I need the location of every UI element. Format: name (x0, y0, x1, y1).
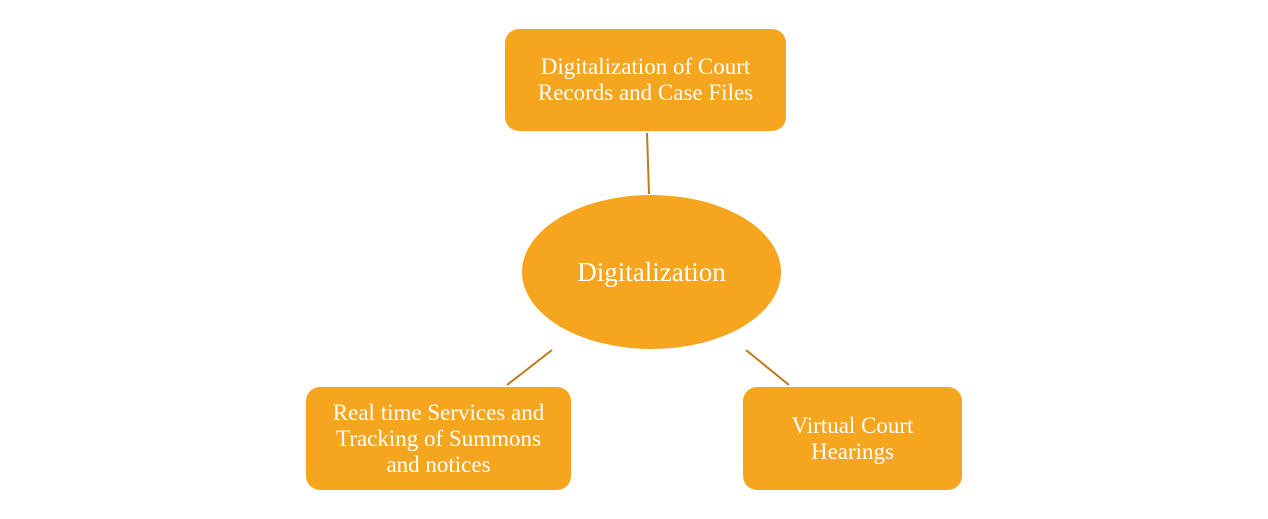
node-virtual-hearings-label: Virtual Court Hearings (791, 412, 914, 464)
node-real-time-services: Real time Services and Tracking of Summo… (306, 387, 571, 490)
node-real-time-services-label: Real time Services and Tracking of Summo… (332, 399, 545, 477)
connector-center-left (506, 349, 553, 386)
connector-center-top (646, 132, 650, 195)
node-digitalization-center-label: Digitalization (577, 257, 726, 287)
node-court-records: Digitalization of Court Records and Case… (505, 29, 786, 131)
node-virtual-hearings: Virtual Court Hearings (743, 387, 962, 490)
node-digitalization-center: Digitalization (522, 195, 781, 349)
node-court-records-label: Digitalization of Court Records and Case… (537, 54, 754, 105)
connector-center-right (745, 349, 790, 386)
